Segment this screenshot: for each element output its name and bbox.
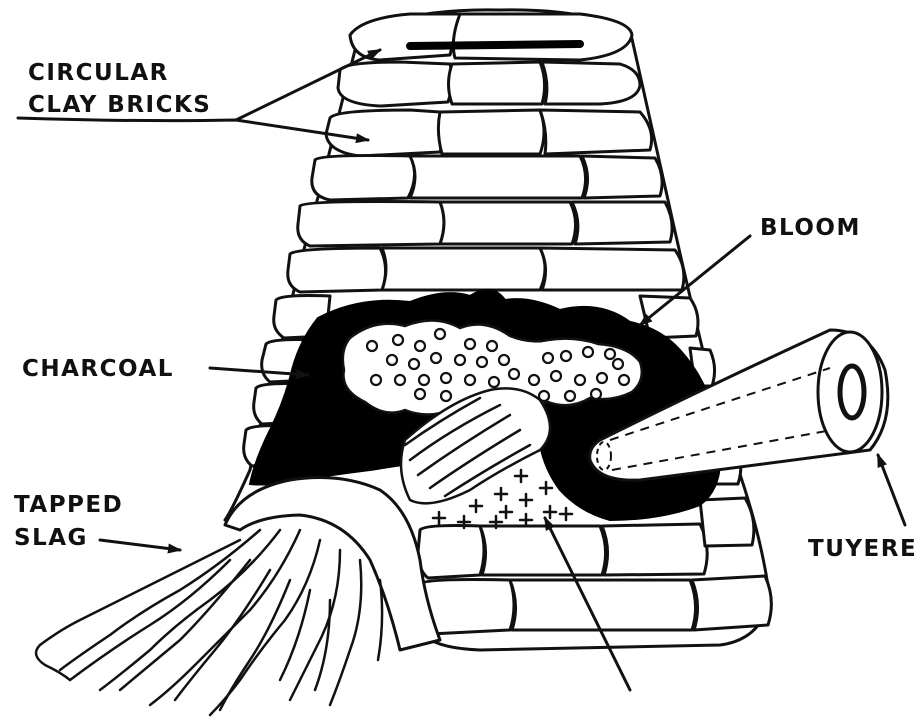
arrow-tuyere [878, 455, 905, 525]
label-bloom: BLOOM [760, 215, 861, 241]
label-clay-bricks: CLAY BRICKS [28, 92, 211, 118]
tap-hole-arch [225, 478, 440, 650]
flue-opening [410, 44, 580, 46]
tapped-slag-flow [36, 530, 382, 715]
arrow-clay-bricks-lower [18, 118, 368, 140]
label-charcoal: CHARCOAL [22, 356, 174, 382]
label-circular: CIRCULAR [28, 60, 169, 86]
label-tapped: TAPPED [14, 492, 123, 518]
arrow-tapped-slag [100, 540, 180, 550]
label-tuyere: TUYERE [808, 536, 917, 562]
label-slag: SLAG [14, 525, 88, 551]
